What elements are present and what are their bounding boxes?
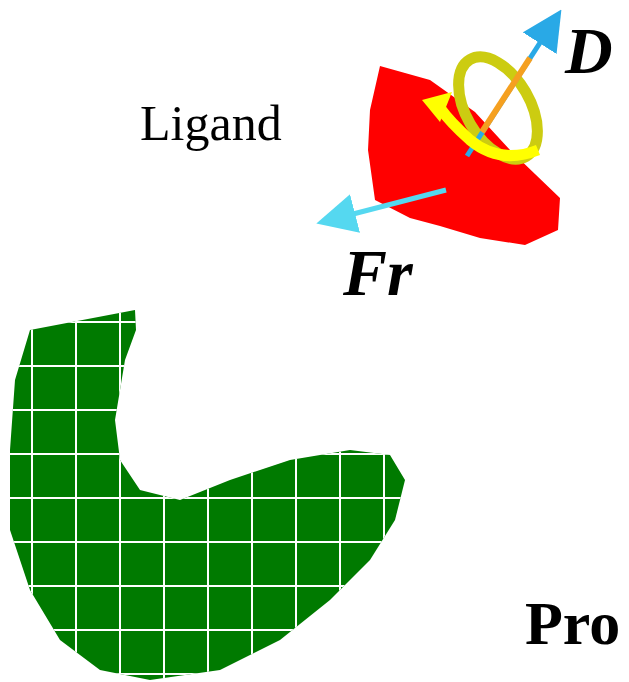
protein-node: Pro: [0, 300, 629, 682]
ligand-label: Ligand: [140, 98, 282, 148]
force-label: Fr: [343, 240, 413, 306]
protein-label: Pro: [525, 592, 620, 654]
rotation-arrowhead: [422, 92, 452, 122]
rotation-arrow: [440, 108, 538, 156]
force-arrow: [326, 190, 446, 221]
axis-label: D: [565, 18, 613, 84]
axis-segment: [482, 58, 530, 132]
diffusion-axis: [467, 18, 556, 156]
